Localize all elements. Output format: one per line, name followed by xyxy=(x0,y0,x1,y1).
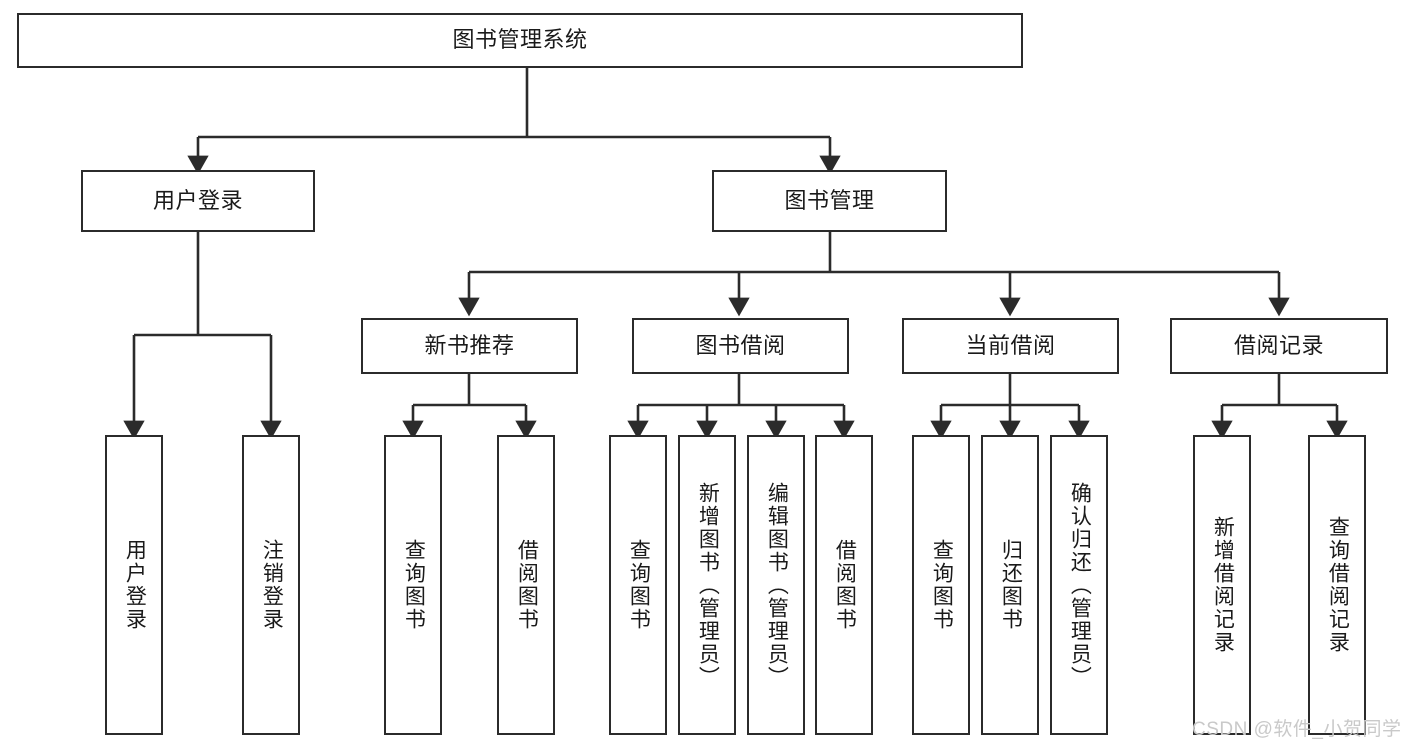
node-user-login[interactable]: 用户登录 xyxy=(81,170,315,232)
node-leaf-return-book-label: 归还图书 xyxy=(999,539,1023,631)
node-borrow-record-label: 借阅记录 xyxy=(1233,332,1324,358)
node-current-borrow[interactable]: 当前借阅 xyxy=(902,318,1119,374)
node-leaf-query-book-1[interactable]: 查询图书 xyxy=(384,435,442,735)
node-leaf-user-login[interactable]: 用户登录 xyxy=(105,435,163,735)
node-leaf-query-book-1-label: 查询图书 xyxy=(402,539,426,631)
node-book-borrow-label: 图书借阅 xyxy=(695,332,786,358)
node-new-book-recommend-label: 新书推荐 xyxy=(424,332,515,358)
node-leaf-query-book-2-label: 查询图书 xyxy=(627,539,651,631)
csdn-watermark: CSDN @软件_小贺同学 xyxy=(1192,719,1402,740)
node-leaf-add-record[interactable]: 新增借阅记录 xyxy=(1193,435,1251,735)
node-leaf-user-logout[interactable]: 注销登录 xyxy=(242,435,300,735)
node-leaf-borrow-book-1-label: 借阅图书 xyxy=(515,539,539,631)
node-root[interactable]: 图书管理系统 xyxy=(17,13,1023,68)
node-book-management[interactable]: 图书管理 xyxy=(712,170,947,232)
node-leaf-return-book[interactable]: 归还图书 xyxy=(981,435,1039,735)
node-root-label: 图书管理系统 xyxy=(452,27,588,53)
node-borrow-record[interactable]: 借阅记录 xyxy=(1170,318,1388,374)
node-leaf-query-book-3[interactable]: 查询图书 xyxy=(912,435,970,735)
node-leaf-edit-book-label: 编辑图书（管理员） xyxy=(765,481,789,689)
node-leaf-borrow-book-1[interactable]: 借阅图书 xyxy=(497,435,555,735)
node-leaf-user-login-label: 用户登录 xyxy=(123,539,147,631)
node-user-login-label: 用户登录 xyxy=(152,187,243,213)
node-leaf-add-book-label: 新增图书（管理员） xyxy=(696,481,720,689)
node-leaf-confirm-return[interactable]: 确认归还（管理员） xyxy=(1050,435,1108,735)
node-new-book-recommend[interactable]: 新书推荐 xyxy=(361,318,578,374)
node-current-borrow-label: 当前借阅 xyxy=(965,332,1056,358)
node-leaf-add-record-label: 新增借阅记录 xyxy=(1211,516,1235,654)
node-leaf-edit-book[interactable]: 编辑图书（管理员） xyxy=(747,435,805,735)
node-leaf-query-book-3-label: 查询图书 xyxy=(930,539,954,631)
node-leaf-borrow-book-2-label: 借阅图书 xyxy=(833,539,857,631)
node-leaf-borrow-book-2[interactable]: 借阅图书 xyxy=(815,435,873,735)
node-leaf-query-record[interactable]: 查询借阅记录 xyxy=(1308,435,1366,735)
node-leaf-query-book-2[interactable]: 查询图书 xyxy=(609,435,667,735)
node-leaf-confirm-return-label: 确认归还（管理员） xyxy=(1068,481,1092,689)
node-book-management-label: 图书管理 xyxy=(784,187,875,213)
node-book-borrow[interactable]: 图书借阅 xyxy=(632,318,849,374)
node-leaf-add-book[interactable]: 新增图书（管理员） xyxy=(678,435,736,735)
node-leaf-user-logout-label: 注销登录 xyxy=(260,539,284,631)
node-leaf-query-record-label: 查询借阅记录 xyxy=(1326,516,1350,654)
